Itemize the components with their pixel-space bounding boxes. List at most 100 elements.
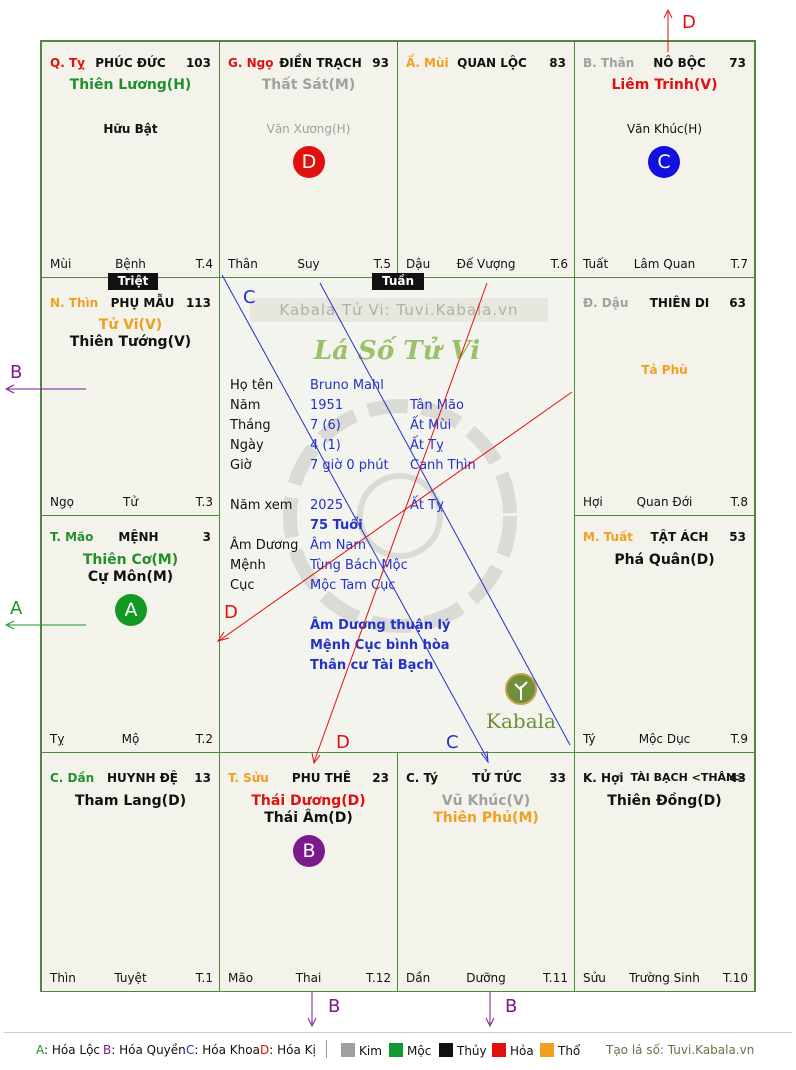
palace-tat-ach[interactable]: M. Tuất TẬT ÁCH 53 Phá Quân(D) Tý Mộc Dụ… xyxy=(574,515,755,753)
age-cycle: T.5 xyxy=(373,257,391,271)
age-cycle: T.11 xyxy=(543,971,568,985)
palace-can: Q. Tỵ xyxy=(50,56,85,70)
palace-name: THIÊN DI xyxy=(649,296,710,310)
arrow-label-left1: B xyxy=(10,362,23,383)
life-stage: Suy xyxy=(297,257,320,271)
palace-phuc-duc[interactable]: Q. Tỵ PHÚC ĐỨC 103 Thiên Lương(H) Hữu Bậ… xyxy=(41,41,220,278)
palace-huynh-de[interactable]: C. Dần HUYNH ĐỆ 13 Tham Lang(D) Thìn Tuy… xyxy=(41,752,220,992)
life-stage: Quan Đới xyxy=(636,495,693,509)
life-stage: Lâm Quan xyxy=(633,257,696,271)
palace-can: T. Sửu xyxy=(228,771,269,785)
note-line: Thân cư Tài Bạch xyxy=(310,658,434,673)
main-star: Vũ Khúc(V) xyxy=(441,793,531,809)
hour-can: Canh Thìn xyxy=(410,458,476,473)
palace-name: NÔ BỘC xyxy=(653,56,706,70)
legend-hoa-ki: D: Hóa Kị xyxy=(260,1043,316,1057)
palace-dien-trach[interactable]: G. Ngọ ĐIỀN TRẠCH 93 Thất Sát(M) Văn Xươ… xyxy=(219,41,398,278)
main-star: Thiên Lương(H) xyxy=(69,77,192,93)
palace-number: 23 xyxy=(372,771,389,785)
hour-label: Giờ xyxy=(230,458,252,473)
menh-value: Tùng Bách Mộc xyxy=(310,558,408,573)
legend-divider xyxy=(4,1032,792,1033)
month-label: Tháng xyxy=(230,418,271,433)
triet-tag: Triệt xyxy=(108,273,158,290)
palace-phu-mau[interactable]: N. Thìn PHỤ MẪU 113 Tử Vi(V) Thiên Tướng… xyxy=(41,277,220,516)
palace-number: 3 xyxy=(202,530,211,544)
palace-can: C. Tý xyxy=(406,771,439,785)
main-star: Tử Vi(V) xyxy=(98,317,163,333)
palace-number: 63 xyxy=(729,296,746,310)
age-cycle: T.7 xyxy=(730,257,748,271)
moc-swatch xyxy=(389,1043,403,1057)
legend-separator xyxy=(326,1040,327,1058)
legend-kim: Kim xyxy=(341,1043,382,1058)
minor-star: Hữu Bật xyxy=(103,122,158,136)
note-line: Mệnh Cục bình hòa xyxy=(310,638,450,653)
legend-hoa: Hỏa xyxy=(492,1043,534,1058)
view-year-can: Ất Tỵ xyxy=(410,498,444,513)
chart-title: Lá Số Tử Vi xyxy=(313,336,481,366)
palace-no-boc[interactable]: B. Thân NÔ BỘC 73 Liêm Trinh(V) Văn Khúc… xyxy=(574,41,755,278)
branch: Mão xyxy=(228,971,254,985)
palace-number: 73 xyxy=(729,56,746,70)
branch: Tý xyxy=(583,732,596,746)
legend-hoa-loc: A: Hóa Lộc xyxy=(36,1043,101,1057)
arrow-label-c2: C xyxy=(446,732,459,753)
branch: Mùi xyxy=(50,257,72,271)
year-label: Năm xyxy=(230,398,261,413)
palace-quan-loc[interactable]: Ấ. Mùi QUAN LỘC 83 Dậu Đế Vượng T.6 xyxy=(397,41,575,278)
legend-thuy: Thủy xyxy=(439,1043,487,1058)
day-can: Ất Tỵ xyxy=(410,438,444,453)
name-label: Họ tên xyxy=(230,378,274,393)
palace-can: M. Tuất xyxy=(583,530,633,544)
palace-phu-the[interactable]: T. Sửu PHU THÊ 23 Thái Dương(D) Thái Âm(… xyxy=(219,752,398,992)
palace-thien-di[interactable]: Đ. Dậu THIÊN DI 63 Tả Phù Hợi Quan Đới T… xyxy=(574,277,755,516)
palace-tai-bach[interactable]: K. Hợi TÀI BẠCH <THÂN> 43 Thiên Đồng(D) … xyxy=(574,752,755,992)
kim-swatch xyxy=(341,1043,355,1057)
branch: Thìn xyxy=(50,971,76,985)
info-block: Họ tên Bruno Mahl Năm 1951 Tân Mão Tháng… xyxy=(230,376,560,676)
arrow-label-top: D xyxy=(682,12,696,33)
palace-can: Ấ. Mùi xyxy=(406,56,449,70)
site-watermark: Kabala Tử Vi: Tuvi.Kabala.vn xyxy=(250,298,548,322)
day-value: 4 (1) xyxy=(310,438,341,453)
palace-name: PHU THÊ xyxy=(291,771,352,785)
minor-star: Văn Khúc(H) xyxy=(626,122,703,136)
cuc-value: Mộc Tam Cục xyxy=(310,578,396,593)
palace-can: K. Hợi xyxy=(583,771,624,785)
palace-tu-tuc[interactable]: C. Tý TỬ TỨC 33 Vũ Khúc(V) Thiên Phủ(M) … xyxy=(397,752,575,992)
palace-can: C. Dần xyxy=(50,771,95,785)
tree-icon xyxy=(505,673,537,705)
hoa-quyen-badge: B xyxy=(293,835,325,867)
palace-can: N. Thìn xyxy=(50,296,99,310)
palace-name: TỬ TỨC xyxy=(472,771,522,785)
main-star: Thiên Cơ(M) xyxy=(82,552,179,568)
am-duong-label: Âm Dương xyxy=(230,538,299,553)
life-stage: Bệnh xyxy=(115,257,146,271)
cuc-label: Cục xyxy=(230,578,255,593)
menh-label: Mệnh xyxy=(230,558,266,573)
main-star: Liêm Trinh(V) xyxy=(611,77,718,93)
legend-hoa-quyen: B: Hóa Quyền xyxy=(103,1043,186,1057)
month-value: 7 (6) xyxy=(310,418,341,433)
arrow-label-left2: A xyxy=(10,598,23,619)
main-star: Cự Môn(M) xyxy=(87,569,174,585)
hoa-ki-badge: D xyxy=(293,146,325,178)
legend-tho: Thổ xyxy=(540,1043,580,1058)
name-value: Bruno Mahl xyxy=(310,378,384,393)
age-cycle: T.6 xyxy=(550,257,568,271)
credit-link[interactable]: Tạo lá số: Tuvi.Kabala.vn xyxy=(606,1043,755,1057)
hoa-khoa-badge: C xyxy=(648,146,680,178)
life-stage: Trường Sinh xyxy=(629,971,700,985)
palace-menh[interactable]: T. Mão MỆNH 3 Thiên Cơ(M) Cự Môn(M) A Tỵ… xyxy=(41,515,220,753)
arrow-label-d2: D xyxy=(336,732,350,753)
minor-star: Văn Xương(H) xyxy=(266,122,351,136)
palace-name: PHỤ MẪU xyxy=(110,296,175,310)
view-year-value: 2025 xyxy=(310,498,344,513)
arrow-label-bottom1: B xyxy=(328,996,341,1017)
main-star: Thái Âm(D) xyxy=(264,810,353,826)
main-star: Thiên Phủ(M) xyxy=(433,810,539,826)
branch: Hợi xyxy=(583,495,603,509)
main-star: Thiên Tướng(V) xyxy=(69,334,192,350)
year-can: Tân Mão xyxy=(410,398,464,413)
